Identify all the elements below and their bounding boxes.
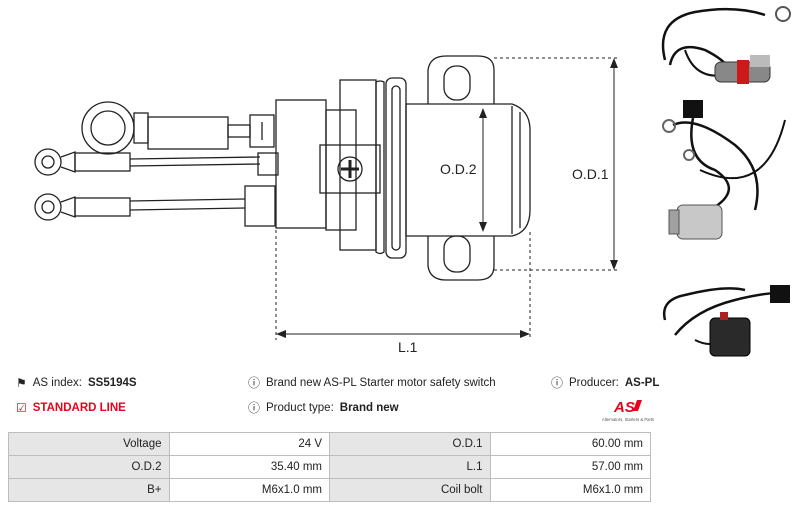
as-index-label: AS index: (32, 377, 82, 389)
description-row: ⓘ Brand new AS-PL Starter motor safety s… (248, 377, 496, 389)
spec-key: Coil bolt (329, 478, 491, 502)
specs-table: Voltage 24 V O.D.1 60.00 mm O.D.2 35.40 … (8, 432, 651, 502)
l1-label: L.1 (398, 339, 418, 355)
product-description: Brand new AS-PL Starter motor safety swi… (266, 377, 496, 389)
spec-value: M6x1.0 mm (168, 478, 330, 502)
spec-value: M6x1.0 mm (489, 478, 651, 502)
info-icon: ⓘ (248, 401, 261, 415)
check-square-icon: ☑ (16, 401, 27, 415)
spec-value: 35.40 mm (168, 455, 330, 479)
producer-value: AS-PL (624, 377, 660, 389)
product-photos (661, 6, 791, 357)
spec-key: O.D.1 (329, 432, 491, 456)
product-photo-3 (662, 285, 790, 357)
product-photo-1 (661, 6, 791, 84)
standard-line-label: STANDARD LINE (32, 402, 126, 414)
spec-key: Voltage (8, 432, 170, 456)
table-row: O.D.2 35.40 mm L.1 57.00 mm (8, 455, 651, 479)
spec-value: 60.00 mm (489, 432, 651, 456)
spec-key: L.1 (329, 455, 491, 479)
od2-label: O.D.2 (440, 161, 477, 177)
as-index-value: SS5194S (88, 377, 137, 389)
info-icon: ⓘ (248, 376, 261, 390)
technical-drawing: O.D.1 O.D.2 L.1 (34, 55, 620, 355)
as-index-row: ⚑ AS index: SS5194S (16, 377, 137, 389)
od1-label: O.D.1 (572, 166, 609, 182)
tag-icon: ⚑ (16, 376, 27, 390)
table-row: B+ M6x1.0 mm Coil bolt M6x1.0 mm (8, 478, 651, 502)
screw-terminal (337, 156, 363, 182)
producer-row: ⓘ Producer: AS-PL (551, 377, 659, 389)
product-type-row: ⓘ Product type: Brand new (248, 402, 399, 414)
info-icon: ⓘ (551, 376, 564, 390)
spec-key: B+ (8, 478, 170, 502)
spec-key: O.D.2 (8, 455, 170, 479)
as-pl-logo: AS Alternators, Starters & Parts (602, 399, 654, 422)
spec-value: 57.00 mm (489, 455, 651, 479)
standard-line-row: ☑ STANDARD LINE (16, 402, 126, 414)
svg-text:Alternators, Starters & Parts: Alternators, Starters & Parts (602, 417, 654, 422)
ring-terminal-small-2 (34, 193, 62, 221)
ring-terminal-large (81, 101, 135, 155)
table-row: Voltage 24 V O.D.1 60.00 mm (8, 432, 651, 456)
svg-text:AS: AS (613, 399, 635, 416)
producer-label: Producer: (569, 377, 619, 389)
spec-value: 24 V (168, 432, 330, 456)
product-type-value: Brand new (339, 402, 399, 414)
product-type-label: Product type: (266, 402, 334, 414)
product-photo-2 (662, 100, 786, 240)
ring-terminal-small-1 (34, 148, 62, 176)
